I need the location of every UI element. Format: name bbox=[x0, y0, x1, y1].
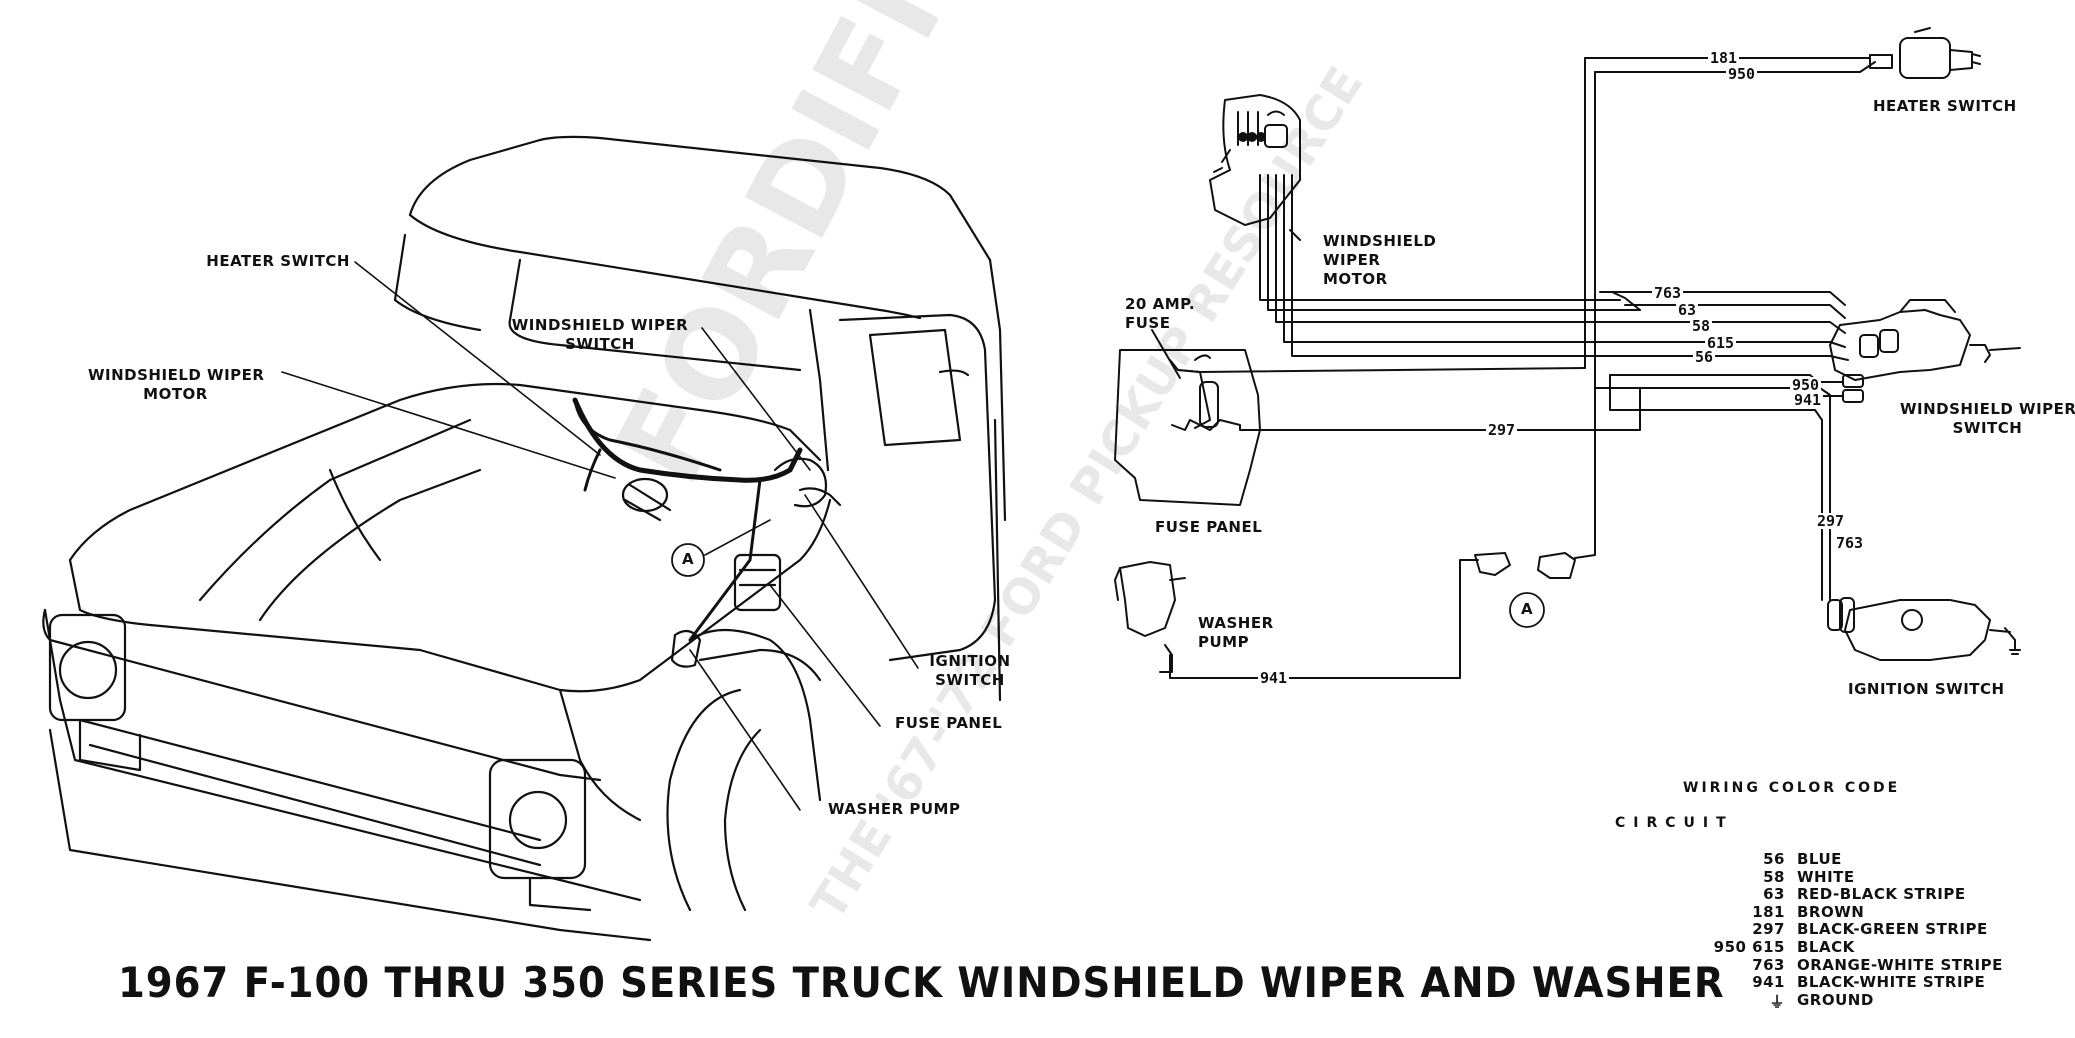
washer-pump-body bbox=[1119, 561, 1176, 637]
schematic-wiper-motor-line2: WIPER bbox=[1323, 251, 1381, 269]
schematic-wiper-motor-line1: WINDSHIELD bbox=[1323, 232, 1437, 250]
legend-row: 58 WHITE bbox=[1640, 868, 2060, 886]
legend-wire-color: BLACK-WHITE STRIPE bbox=[1797, 973, 1986, 992]
legend-circuit-number: 58 bbox=[1763, 867, 1785, 886]
wire-941-mid: 941 bbox=[1792, 391, 1824, 409]
legend-circuit-number: 297 bbox=[1752, 920, 1785, 939]
wiper-switch-label-line1: WINDSHIELD WIPER bbox=[511, 316, 689, 334]
schematic-wiper-switch-line2: SWITCH bbox=[1952, 419, 2023, 437]
legend-wire-color: WHITE bbox=[1797, 867, 1855, 886]
legend-circuit-number: 56 bbox=[1763, 850, 1785, 868]
legend-circuit-number: 950 615 bbox=[1713, 938, 1785, 956]
schematic-heater-switch-label: HEATER SWITCH bbox=[1873, 97, 2017, 115]
fuse-panel-label: FUSE PANEL bbox=[895, 714, 1003, 732]
fuse-panel-body bbox=[1114, 349, 1261, 506]
legend-wire-color: BLACK bbox=[1797, 938, 1855, 956]
schematic-wiper-switch-label: WINDSHIELD WIPER SWITCH bbox=[1900, 400, 2075, 438]
schematic-connector-a-label: A bbox=[1520, 600, 1534, 618]
schematic-wiper-motor-line3: MOTOR bbox=[1323, 270, 1388, 288]
wiper-motor-label-line1: WINDSHIELD WIPER bbox=[88, 366, 265, 384]
legend-row: 763 ORANGE-WHITE STRIPE bbox=[1640, 956, 2060, 974]
legend-circuit-number: ⏚ bbox=[1769, 992, 1785, 1011]
connector-a-marker-schematic bbox=[1509, 592, 1545, 628]
legend-wire-color: BLUE bbox=[1797, 850, 1842, 868]
wiper-switch-body bbox=[1829, 309, 1971, 381]
wire-615: 615 bbox=[1705, 334, 1737, 352]
schematic-fuse-line2: FUSE bbox=[1125, 314, 1171, 332]
wire-63: 63 bbox=[1676, 301, 1699, 319]
connector-a-marker bbox=[671, 543, 705, 577]
ignition-switch-label-line2: SWITCH bbox=[935, 671, 1005, 689]
schematic-wiper-motor-label: WINDSHIELD WIPER MOTOR bbox=[1323, 232, 1436, 289]
wiper-motor-body bbox=[1209, 94, 1301, 226]
legend-heading: WIRING COLOR CODE bbox=[1683, 780, 1901, 796]
schematic-washer-pump-line2: PUMP bbox=[1198, 633, 1250, 651]
wire-297-vertical: 297 bbox=[1815, 512, 1847, 530]
connector-a-label: A bbox=[681, 550, 695, 568]
legend-row: 63 RED-BLACK STRIPE bbox=[1640, 885, 2060, 903]
wire-56: 56 bbox=[1693, 348, 1716, 366]
wire-950-top: 950 bbox=[1726, 65, 1758, 83]
wire-941-bottom: 941 bbox=[1258, 669, 1290, 687]
schematic-washer-pump-label: WASHER PUMP bbox=[1198, 614, 1274, 652]
wire-181: 181 bbox=[1708, 49, 1740, 67]
wire-950-mid: 950 bbox=[1790, 376, 1822, 394]
schematic-fuse-line1: 20 AMP. bbox=[1125, 295, 1196, 313]
schematic-ignition-switch-label: IGNITION SWITCH bbox=[1848, 680, 2005, 698]
legend-wire-color: BROWN bbox=[1797, 902, 1865, 921]
legend-row: 950 615 BLACK bbox=[1640, 938, 2060, 956]
legend-row: 181 BROWN bbox=[1640, 903, 2060, 921]
diagram-title: 1967 F-100 THRU 350 SERIES TRUCK WINDSHI… bbox=[118, 958, 1725, 1007]
legend-wire-color: BLACK-GREEN STRIPE bbox=[1797, 920, 1988, 939]
legend-row: 941 BLACK-WHITE STRIPE bbox=[1640, 973, 2060, 991]
wire-58: 58 bbox=[1690, 317, 1713, 335]
schematic-fuse-label: 20 AMP. FUSE bbox=[1125, 295, 1195, 333]
legend-row: 297 BLACK-GREEN STRIPE bbox=[1640, 920, 2060, 938]
wiper-motor-label: WINDSHIELD WIPER MOTOR bbox=[88, 366, 265, 404]
wiper-motor-label-line2: MOTOR bbox=[143, 385, 208, 403]
legend-circuit-number: 181 bbox=[1752, 902, 1785, 921]
washer-pump-label: WASHER PUMP bbox=[828, 800, 961, 818]
ignition-switch-label-line1: IGNITION bbox=[929, 652, 1011, 670]
legend-circuit-number: 941 bbox=[1752, 973, 1785, 992]
wire-763-vertical: 763 bbox=[1834, 534, 1866, 552]
schematic-wiper-switch-line1: WINDSHIELD WIPER bbox=[1900, 400, 2075, 418]
wiper-switch-label-line2: SWITCH bbox=[565, 335, 635, 353]
heater-switch-body bbox=[1899, 37, 1951, 79]
legend-circuit-number: 763 bbox=[1752, 955, 1785, 974]
heater-switch-label: HEATER SWITCH bbox=[206, 252, 350, 270]
ignition-switch-label: IGNITION SWITCH bbox=[915, 652, 1025, 690]
legend-wire-color: RED-BLACK STRIPE bbox=[1797, 885, 1966, 904]
legend-wire-color: ORANGE-WHITE STRIPE bbox=[1797, 955, 2003, 974]
ignition-switch-body bbox=[1844, 599, 1991, 661]
wiper-switch-label: WINDSHIELD WIPER SWITCH bbox=[500, 316, 700, 354]
legend-wire-color: GROUND bbox=[1797, 990, 1874, 1009]
legend-row: 56 BLUE bbox=[1640, 850, 2060, 868]
truck-illustration bbox=[42, 135, 1007, 942]
schematic-washer-pump-line1: WASHER bbox=[1198, 614, 1274, 632]
legend-circuit-heading: CIRCUIT bbox=[1615, 815, 1734, 831]
wire-297: 297 bbox=[1486, 421, 1518, 439]
schematic-fuse-panel-label: FUSE PANEL bbox=[1155, 518, 1263, 536]
legend-circuit-number: 63 bbox=[1763, 885, 1785, 904]
legend-row: ⏚ GROUND bbox=[1640, 990, 2060, 1011]
wire-763: 763 bbox=[1652, 284, 1684, 302]
